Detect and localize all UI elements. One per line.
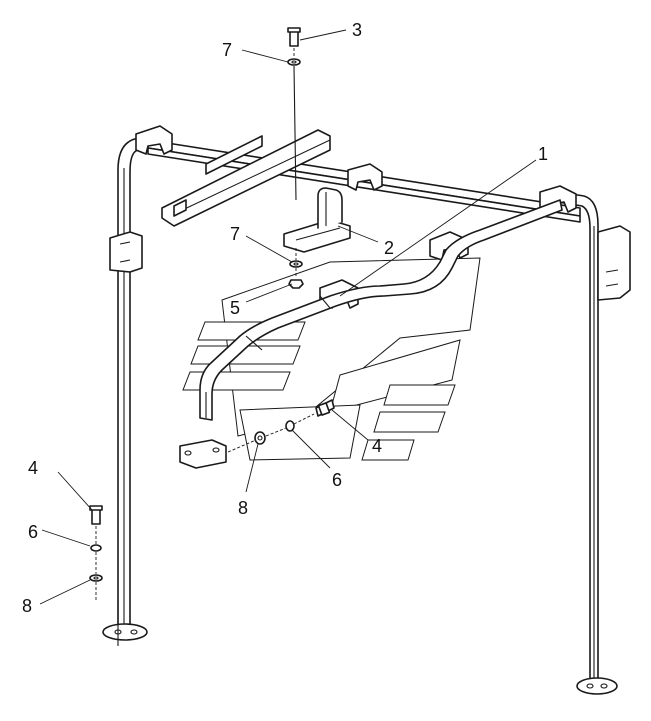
washer-6-flange	[285, 420, 295, 432]
washer-8-flange	[254, 431, 266, 445]
fasteners-top	[287, 27, 304, 289]
callout-5: 5	[230, 298, 240, 318]
clamp-left	[135, 125, 173, 155]
callout-7-mid: 7	[230, 224, 240, 244]
frame-left-leg	[102, 137, 149, 641]
washer-7-mid	[289, 260, 303, 268]
cross-member	[161, 129, 331, 227]
callout-8-flange: 8	[238, 498, 248, 518]
callouts: 3 7 1 7 2 5 4 6 8 4 6 8	[22, 20, 548, 616]
leader-lines	[39, 29, 537, 605]
fasteners-left-foot	[89, 505, 119, 646]
callout-8-foot: 8	[22, 596, 32, 616]
washer-7-top	[287, 58, 301, 66]
fasteners-flange	[227, 399, 335, 453]
nut-5	[288, 279, 304, 289]
callout-3: 3	[352, 20, 362, 40]
washer-8-foot	[89, 574, 103, 582]
callout-6-foot: 6	[28, 522, 38, 542]
left-leg-bracket	[109, 231, 143, 273]
right-leg-bracket	[597, 225, 631, 301]
callout-6-flange: 6	[332, 470, 342, 490]
callout-1: 1	[538, 144, 548, 164]
callout-4-flange: 4	[372, 436, 382, 456]
right-foot-plate	[576, 677, 618, 695]
callout-4-foot: 4	[28, 458, 38, 478]
frame-right-leg	[545, 189, 631, 695]
callout-2: 2	[384, 238, 394, 258]
clamp-center	[347, 163, 383, 191]
left-foot-plate	[102, 623, 148, 641]
washer-6-foot	[90, 544, 102, 552]
background-panel	[182, 257, 481, 461]
part-1-exhaust-pipe	[179, 199, 563, 469]
pipe-flange	[179, 439, 227, 469]
part-2-bracket	[283, 187, 351, 253]
callout-7-top: 7	[222, 40, 232, 60]
